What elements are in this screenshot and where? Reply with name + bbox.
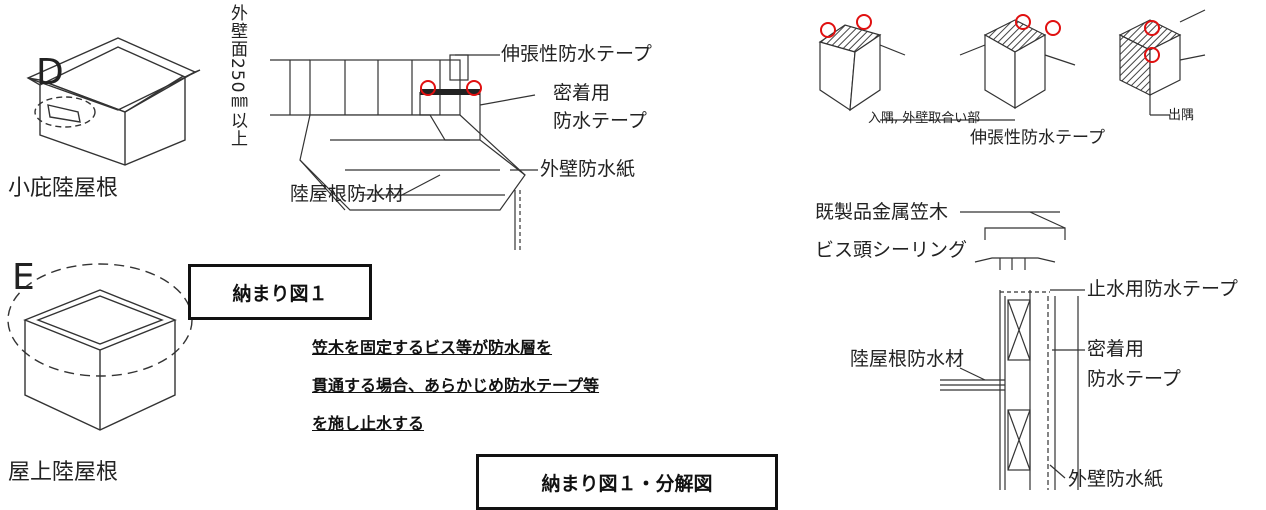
corner-outer-label: 出隅 — [1168, 108, 1195, 123]
detail1-drawing — [270, 54, 538, 250]
detail1-adhesive-tape-label-2: 防水テープ — [553, 110, 647, 132]
coping-label: 既製品金属笠木 — [815, 201, 949, 223]
rooftop-e-illustration — [7, 263, 193, 431]
note-line-2: 貫通する場合、あらかじめ防水テープ等 — [312, 376, 600, 395]
corner-inner-label: 入隅, 外壁取合い部 — [868, 111, 981, 126]
panel-d-letter: D — [36, 52, 64, 93]
coping-detail-drawing — [940, 211, 1085, 490]
panel-e-caption: 屋上陸屋根 — [8, 460, 119, 485]
coping-adhesive-tape-label-2: 防水テープ — [1087, 368, 1181, 390]
detail1-wall-paper-label: 外壁防水紙 — [540, 158, 636, 180]
coping-wall-paper-label: 外壁防水紙 — [1068, 468, 1164, 490]
corner-detail-drawing — [818, 9, 1206, 121]
note-line-1: 笠木を固定するビス等が防水層を — [312, 338, 553, 357]
panel-e-letter: E — [12, 257, 35, 298]
detail1-height-label: 外壁面250㎜以上 — [227, 4, 247, 148]
detail1-elastic-tape-label: 伸張性防水テープ — [501, 43, 652, 65]
corner-elastic-tape-label: 伸張性防水テープ — [970, 128, 1105, 148]
figure1-title-box: 納まり図１ — [188, 264, 372, 320]
detail1-roof-material-label: 陸屋根防水材 — [290, 183, 405, 205]
detail1-markers — [420, 80, 482, 96]
figure1-exploded-title-box: 納まり図１・分解図 — [476, 454, 778, 510]
detail1-adhesive-tape-label-1: 密着用 — [553, 82, 611, 104]
house-d-illustration — [26, 37, 201, 166]
coping-roof-material-label: 陸屋根防水材 — [850, 348, 965, 370]
corner-detail-markers — [820, 14, 1160, 63]
stop-tape-label: 止水用防水テープ — [1087, 278, 1238, 300]
panel-d-caption: 小庇陸屋根 — [8, 176, 119, 201]
coping-adhesive-tape-label-1: 密着用 — [1087, 338, 1145, 360]
screw-sealing-label: ビス頭シーリング — [815, 239, 968, 261]
note-line-3: を施し止水する — [312, 414, 425, 433]
